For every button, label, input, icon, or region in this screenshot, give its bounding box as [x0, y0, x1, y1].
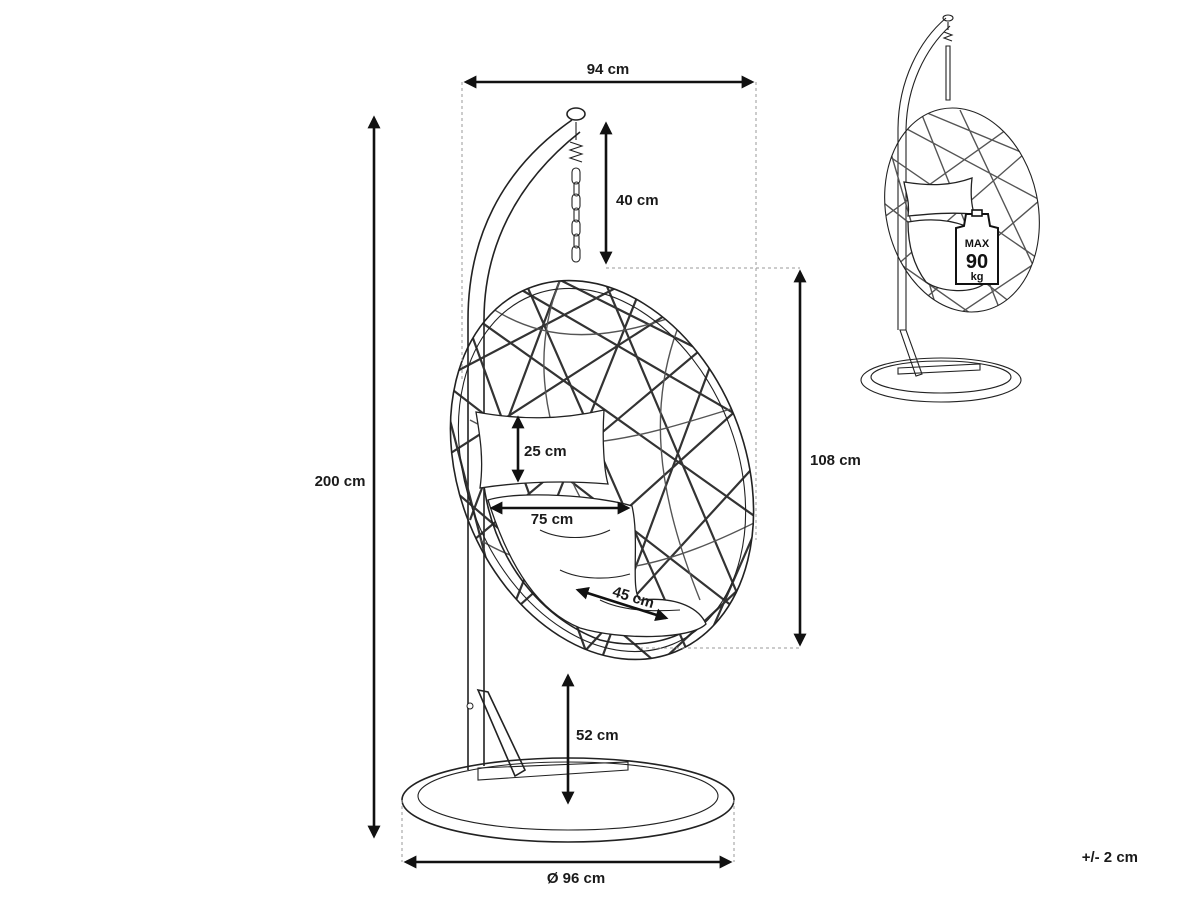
base-diameter-label: Ø 96 cm	[547, 870, 605, 887]
width-label: 94 cm	[587, 61, 630, 78]
hanging-egg-chair-thumbnail-icon	[860, 14, 1041, 403]
stand-pole	[467, 119, 573, 660]
svg-text:90: 90	[966, 251, 988, 273]
seat-width-label: 75 cm	[531, 511, 574, 528]
chair-height-label: 108 cm	[810, 452, 861, 469]
tolerance-note: +/- 2 cm	[1082, 849, 1138, 866]
pole-bolt	[466, 702, 474, 710]
svg-text:MAX: MAX	[965, 238, 990, 250]
total-height-label: 200 cm	[315, 473, 366, 490]
stand-plate	[477, 761, 629, 781]
back-pillow	[475, 409, 609, 489]
seat-cushion	[487, 494, 707, 638]
pillow-height-label: 25 cm	[524, 443, 567, 460]
chain-length-label: 40 cm	[616, 192, 659, 209]
pole-cap	[566, 107, 586, 121]
chain	[568, 122, 584, 263]
seat-depth-arrow	[575, 586, 669, 622]
clearance-label: 52 cm	[576, 727, 619, 744]
max-weight-badge: MAX 90 kg	[955, 209, 999, 285]
stand-pole-inner	[483, 131, 581, 660]
svg-text:kg: kg	[971, 271, 984, 283]
